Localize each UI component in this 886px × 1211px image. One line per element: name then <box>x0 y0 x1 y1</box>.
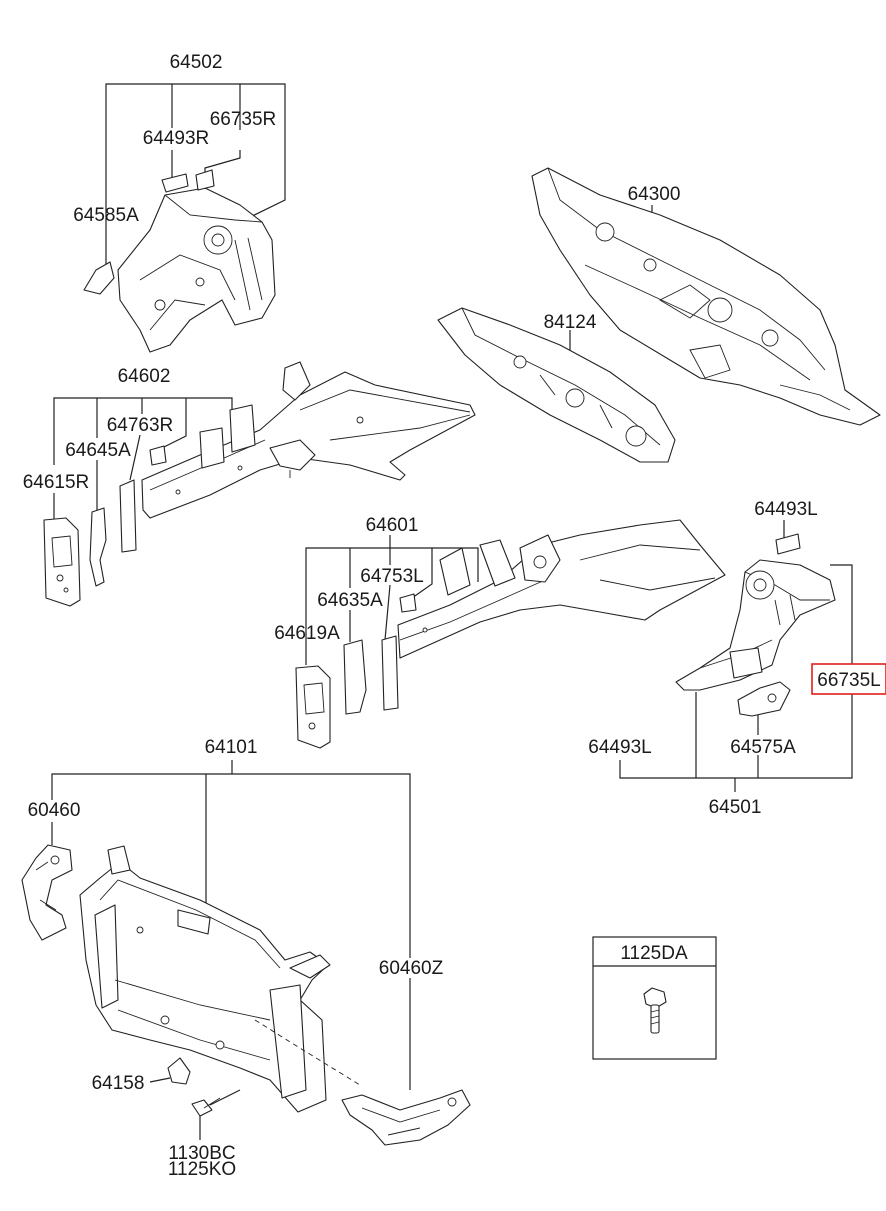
label-64645A: 64645A <box>65 440 131 461</box>
group-64601: 64601 64753L 64635A 64619A <box>274 515 726 749</box>
part-64601-side-member <box>397 519 726 659</box>
part-64645A-bracket <box>89 507 107 587</box>
label-64575A: 64575A <box>730 737 796 758</box>
part-64753L-bracket <box>381 593 417 711</box>
label-64101: 64101 <box>205 737 258 758</box>
part-64575A-bracket <box>737 681 791 717</box>
leader-lines-64601 <box>305 535 479 665</box>
part-66735R-bracket <box>195 169 215 191</box>
part-64501-apron <box>675 559 836 691</box>
label-64615R: 64615R <box>23 472 90 493</box>
label-66735L[interactable]: 66735L <box>817 670 880 691</box>
part-64158-clip <box>167 1057 191 1085</box>
label-64493R: 64493R <box>143 128 210 149</box>
label-64635A: 64635A <box>317 590 383 611</box>
part-64763R-bracket <box>119 445 167 553</box>
group-64602: 64602 64763R 64645A 64615R <box>23 361 476 607</box>
label-84124: 84124 <box>544 312 597 333</box>
part-64300-dash-panel <box>531 167 881 426</box>
part-64101-radiator-support <box>79 845 331 1113</box>
label-64585A: 64585A <box>73 205 139 226</box>
label-60460: 60460 <box>28 800 81 821</box>
highlight-box-66735L <box>811 663 886 695</box>
group-1125DA: 1125DA <box>592 936 717 1060</box>
part-64493R-bracket <box>161 173 189 193</box>
label-64619A: 64619A <box>274 623 340 644</box>
part-64493L-bracket <box>775 533 801 555</box>
group-64101: 64101 60460 60460Z 64158 1130BC 1125KO <box>21 737 471 1180</box>
part-64635A-bracket <box>343 639 367 715</box>
part-1130BC-bolt <box>191 1097 221 1117</box>
label-1130BC: 1130BC <box>168 1143 235 1164</box>
part-64619A-plate <box>295 665 331 749</box>
label-64158: 64158 <box>92 1073 145 1094</box>
label-64501: 64501 <box>709 797 762 818</box>
bolt-icon <box>643 987 667 1034</box>
label-64753L: 64753L <box>360 566 423 587</box>
part-box-1125DA <box>592 936 717 1060</box>
part-64615R-plate <box>43 517 81 607</box>
leader-lines-64602 <box>53 397 233 520</box>
label-64502: 64502 <box>170 52 223 73</box>
part-60460Z-bracket <box>341 1089 471 1146</box>
part-84124-crossmember <box>437 307 676 463</box>
leader-lines-64101 <box>51 760 411 1140</box>
label-64493L-top: 64493L <box>754 499 817 520</box>
label-64493L-bottom: 64493L <box>588 737 651 758</box>
part-64602-side-member <box>141 361 476 519</box>
group-64501: 64493L 66735L 64493L 64575A 64501 <box>588 499 886 818</box>
label-1125DA: 1125DA <box>620 943 688 964</box>
part-64502-apron <box>117 187 276 353</box>
label-64300: 64300 <box>628 184 681 205</box>
group-84124: 84124 <box>437 307 676 463</box>
label-64763R: 64763R <box>107 415 174 436</box>
group-64300: 64300 <box>531 167 881 426</box>
label-60460Z: 60460Z <box>379 958 444 979</box>
label-64602: 64602 <box>118 366 171 387</box>
group-64502: 64502 64493R 66735R 64585A <box>73 52 286 353</box>
label-64601: 64601 <box>366 515 419 536</box>
label-1125KO: 1125KO <box>168 1159 236 1180</box>
part-64585A-bracket <box>83 261 115 295</box>
part-60460-bracket <box>21 844 73 941</box>
leader-lines-64502 <box>105 83 286 270</box>
label-66735R: 66735R <box>210 109 277 130</box>
